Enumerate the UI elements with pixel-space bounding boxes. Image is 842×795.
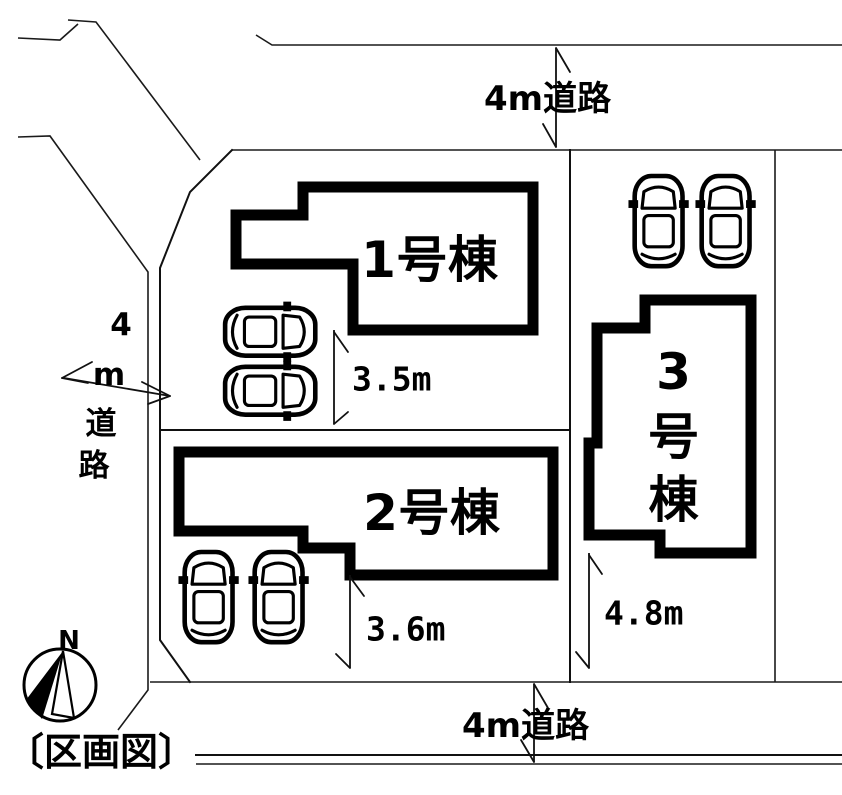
road-left-arrow-left	[61, 361, 93, 379]
lot-3-parking-car-1	[628, 173, 689, 269]
lot-1-dim-arrow-bottom	[333, 411, 349, 425]
lot-1-building-outline	[230, 181, 539, 336]
road-bottom-label: 4m道路	[462, 706, 590, 746]
road-left-dimension: 4 m 道 路	[61, 307, 171, 484]
road-left-arrow-right	[141, 381, 171, 397]
road-bottom-arrow-down	[520, 739, 535, 763]
road-top-arrow-up	[555, 47, 571, 73]
lot-3-frontage-dim: 4.8m	[604, 594, 683, 633]
lot-2-dim-arrow-bottom	[335, 653, 351, 669]
road-left-label-char-1: m	[93, 357, 125, 393]
legend-label: 〔区画図〕	[6, 730, 196, 774]
compass-north-label: N	[58, 626, 80, 656]
lot-1-label: 1号棟	[361, 231, 499, 289]
road-left-label-char-3: 路	[79, 448, 111, 484]
lot-3-dim-arrow-bottom	[575, 651, 590, 669]
lot-2-parking-car-2	[248, 549, 309, 645]
lot-1-dim-arrow-top	[333, 331, 349, 353]
compass-needle-dark	[26, 651, 63, 719]
road-left-outer-edge	[17, 135, 149, 731]
lot-1-parking-car-1	[222, 301, 318, 362]
lot-2-group: 2号棟 3.6m	[173, 446, 559, 669]
road-left-label-char-0: 4	[110, 307, 132, 343]
lot-3-label-char-1: 号	[649, 408, 700, 466]
lot-1-parking-car-2	[222, 360, 318, 421]
road-top-dimension: 4m道路	[484, 47, 612, 148]
lot-3-parking-car-2	[695, 173, 756, 269]
lot-3-label-char-2: 棟	[649, 471, 700, 529]
compass-needle-light	[50, 650, 76, 720]
lot-1-frontage-dim: 3.5m	[352, 360, 431, 399]
parcel-left-boundary	[159, 148, 234, 684]
road-left-dim-line	[63, 377, 171, 397]
lot-1-group: 1号棟 3.5m	[222, 181, 539, 425]
lot-2-frontage-dim: 3.6m	[366, 610, 445, 649]
lot-2-building-outline	[173, 446, 559, 581]
lot-3-building-outline	[583, 294, 757, 559]
road-left-arrow-right-barb	[147, 395, 171, 405]
compass-rose: N	[22, 626, 98, 723]
road-bottom-dimension: 4m道路	[462, 683, 590, 763]
road-stub-top-left	[17, 23, 79, 41]
lot-3-dim-arrow-top	[588, 554, 603, 575]
road-left-inner-edge-upper	[67, 19, 201, 161]
lot-2-parking-car-1	[178, 549, 239, 645]
lot-2-dim-arrow-top	[349, 576, 365, 597]
lot-3-label-char-0: 3	[656, 343, 692, 401]
road-top-arrow-down	[542, 123, 557, 148]
road-network	[17, 19, 842, 765]
lot-2-label: 2号棟	[363, 484, 501, 542]
road-bottom-arrow-up	[533, 683, 549, 709]
road-left-label-char-2: 道	[86, 406, 117, 442]
road-top-upper-edge	[255, 34, 842, 46]
legend-group: 〔区画図〕	[6, 730, 842, 774]
lot-3-group: 3 号 棟 4.8m	[575, 173, 757, 669]
road-top-label: 4m道路	[484, 79, 612, 119]
